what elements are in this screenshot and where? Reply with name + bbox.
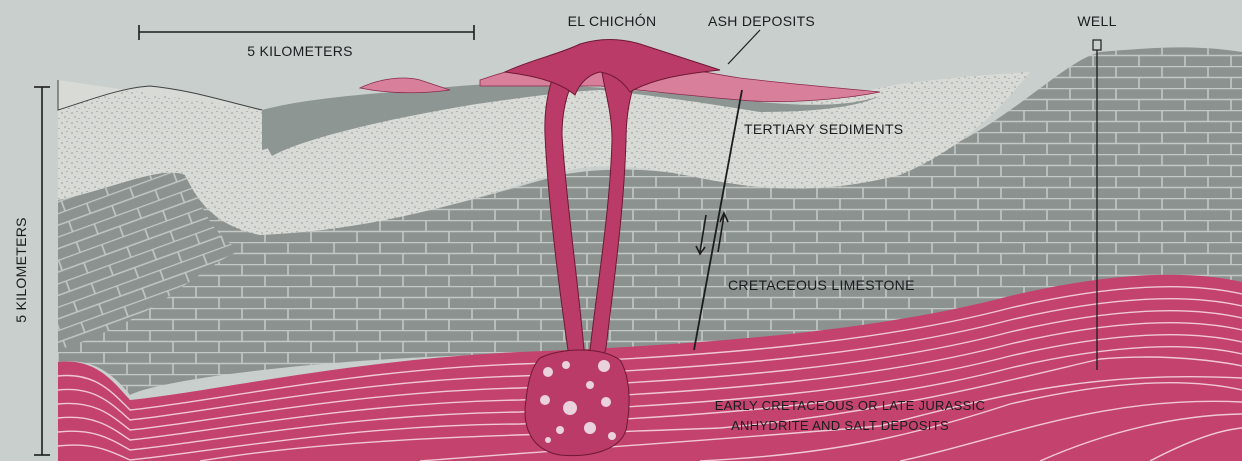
tertiary-sediments-label: TERTIARY SEDIMENTS	[744, 121, 903, 137]
well-label: WELL	[1077, 13, 1116, 29]
ash-deposits-label: ASH DEPOSITS	[708, 13, 815, 29]
horizontal-scale-label: 5 KILOMETERS	[247, 43, 353, 59]
magma-chamber	[525, 350, 629, 456]
salt-deposits-label-line1: EARLY CRETACEOUS OR LATE JURASSIC	[715, 398, 985, 413]
vertical-scale-label: 5 KILOMETERS	[13, 217, 29, 323]
salt-deposits-label-line2: ANHYDRITE AND SALT DEPOSITS	[731, 418, 949, 433]
volcano-label: EL CHICHÓN	[568, 13, 657, 29]
cretaceous-limestone-label: CRETACEOUS LIMESTONE	[728, 277, 915, 293]
